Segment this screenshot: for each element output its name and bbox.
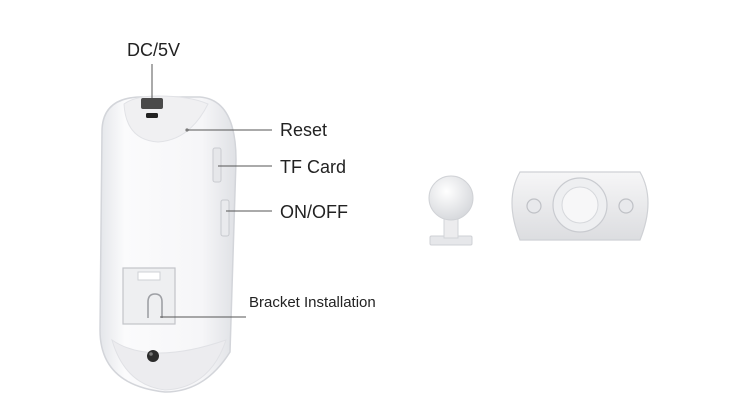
bracket-slot <box>122 267 176 325</box>
label-bracket-installation: Bracket Installation <box>249 294 376 311</box>
lens-highlight <box>149 352 153 356</box>
dc-port <box>141 98 163 109</box>
bracket-base <box>511 171 649 241</box>
label-on-off: ON/OFF <box>280 202 348 222</box>
micro-usb-slot <box>146 113 158 118</box>
leader-lines <box>151 64 272 318</box>
label-reset: Reset <box>280 120 328 140</box>
label-dc-5v: DC/5V <box>127 40 181 60</box>
reset-pinhole <box>185 128 189 132</box>
power-switch <box>220 199 230 237</box>
ball-joint-mount <box>428 175 474 246</box>
label-tf-card: TF Card <box>280 157 347 177</box>
camera-body <box>99 95 237 393</box>
camera-lens <box>147 350 159 362</box>
tf-card-slot <box>212 147 222 183</box>
